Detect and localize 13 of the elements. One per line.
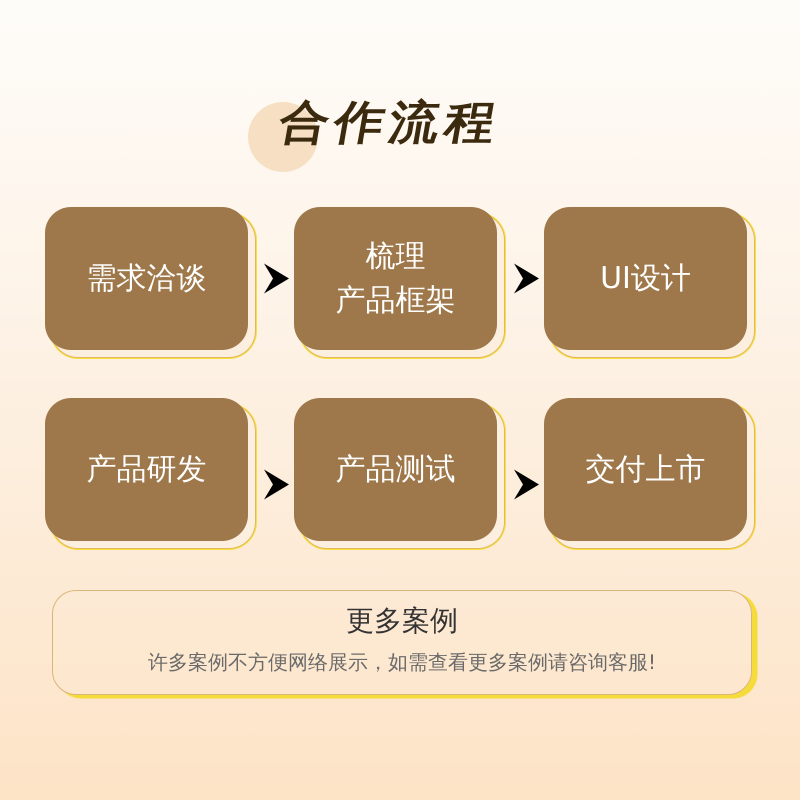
process-box: UI设计 [544,207,747,350]
process-box: 产品测试 [294,398,497,541]
process-box: 需求洽谈 [45,207,248,350]
process-box: 梳理产品框架 [294,207,497,350]
arrow [514,470,539,500]
body-text: 许多案例不方便网络展示，如需查看更多案例请咨询客服! [146,649,658,676]
arrow [264,264,289,294]
arrow [514,264,539,294]
process-box: 交付上市 [544,398,747,541]
process-box: 产品研发 [45,398,248,541]
title: 合作流程 [274,94,506,151]
heading: 更多案例 [345,603,459,639]
arrow [264,470,289,500]
